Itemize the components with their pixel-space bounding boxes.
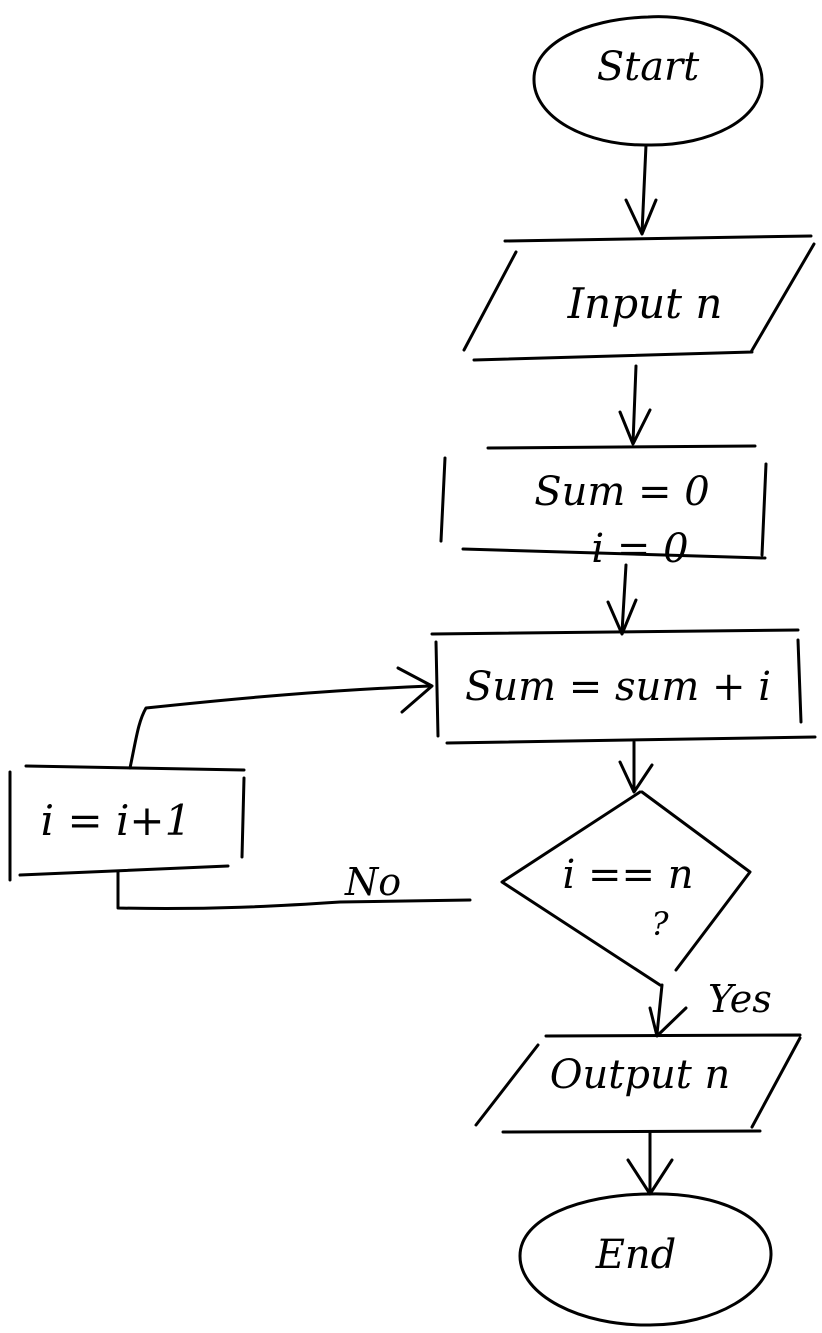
decision-question-mark: ?: [651, 905, 669, 943]
init-node: Sum = 0 i = 0: [439, 444, 768, 572]
arrow-start-to-input: [624, 143, 658, 236]
arrow-sum-to-decision: [618, 740, 654, 794]
sum-update-node: Sum = sum + i: [430, 628, 817, 745]
input-label: Input n: [567, 279, 723, 328]
arrow-input-to-init: [618, 364, 652, 446]
decision-label: i == n: [562, 852, 693, 898]
start-label: Start: [597, 44, 700, 90]
yes-label: Yes: [708, 977, 772, 1021]
increment-label: i = i+1: [41, 796, 192, 845]
decision-diamond: [500, 790, 752, 987]
arrow-increment-to-sum: [128, 666, 434, 770]
end-node: End: [518, 1192, 773, 1327]
increment-rectangle: [8, 764, 246, 882]
increment-node: i = i+1: [8, 764, 246, 882]
sum-update-label: Sum = sum + i: [465, 664, 771, 710]
arrow-decision-to-increment: No: [116, 860, 472, 911]
decision-node: i == n ?: [500, 790, 752, 987]
arrow-decision-to-output: Yes: [648, 977, 772, 1038]
output-parallelogram: [474, 1033, 802, 1134]
start-ellipse: [532, 15, 764, 147]
output-node: Output n: [474, 1033, 802, 1134]
init-rectangle: [439, 444, 768, 560]
arrow-output-to-end: [626, 1131, 674, 1196]
arrow-init-to-sum: [606, 563, 638, 636]
init-line-2: i = 0: [591, 526, 688, 572]
output-label: Output n: [550, 1052, 731, 1098]
sum-update-rectangle: [430, 628, 817, 745]
no-label: No: [344, 860, 401, 904]
input-node: Input n: [462, 234, 816, 362]
start-node: Start: [532, 15, 764, 147]
end-ellipse: [518, 1192, 773, 1327]
input-parallelogram: [462, 234, 816, 362]
init-line-1: Sum = 0: [534, 469, 710, 515]
end-label: End: [595, 1232, 677, 1278]
